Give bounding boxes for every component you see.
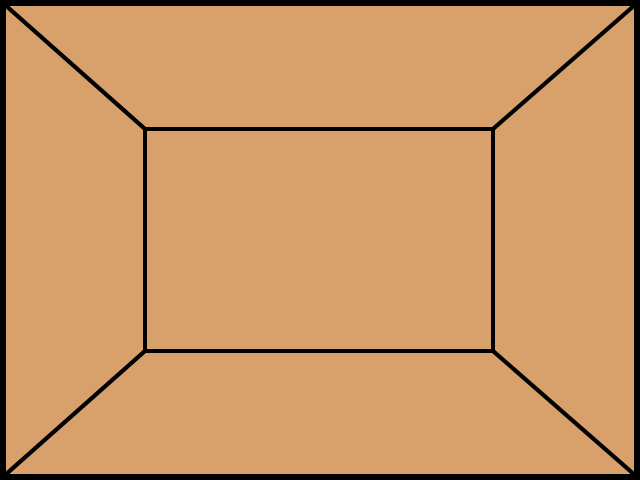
corner-edge-bottom-left [1,348,148,479]
corner-edge-top-left [1,1,148,132]
corner-edge-bottom-right [490,348,639,479]
corner-edge-top-right [490,1,639,132]
back-wall-panel[interactable] [143,127,495,353]
